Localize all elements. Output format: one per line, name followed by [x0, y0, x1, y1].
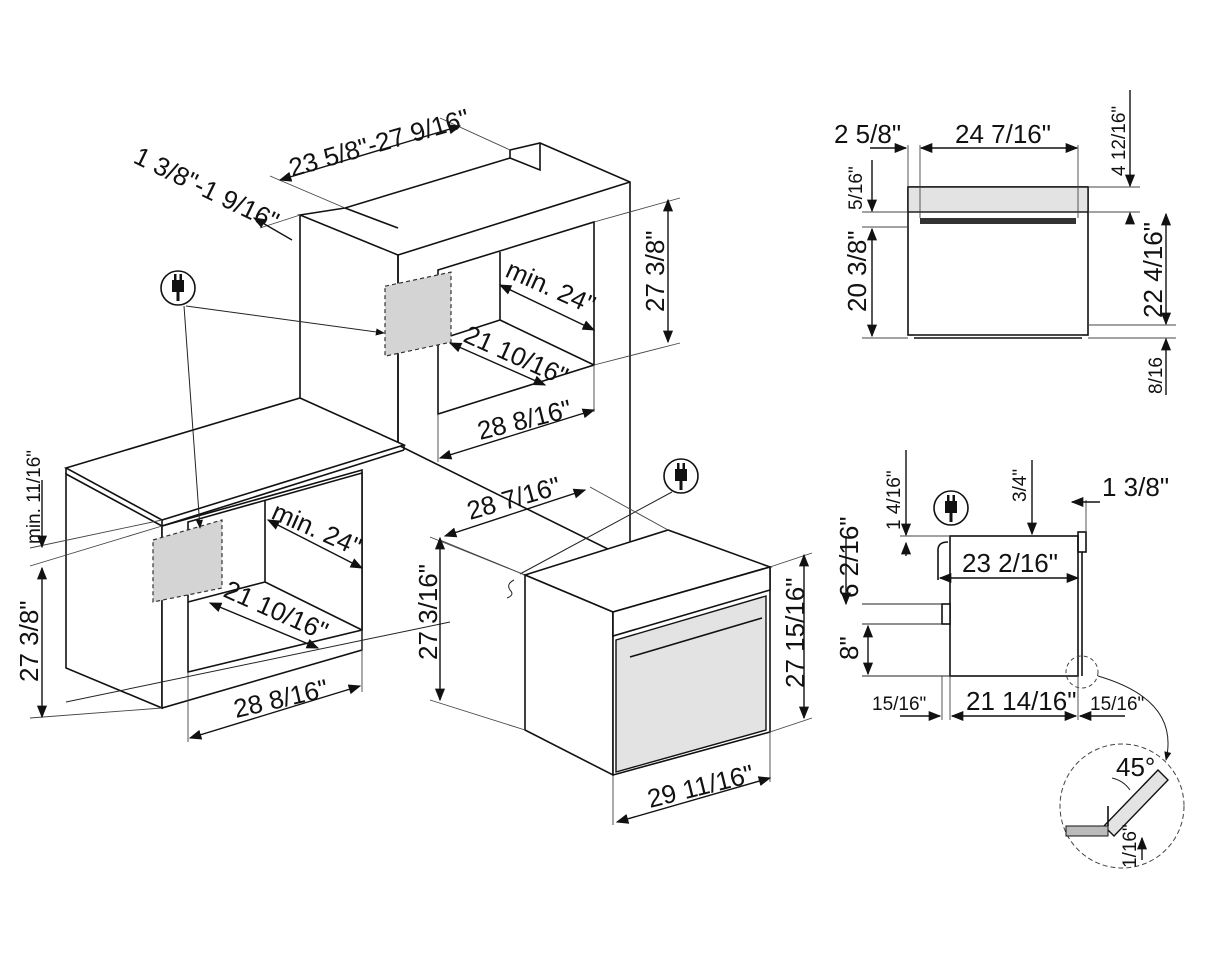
front-view-panel: [907, 186, 1089, 213]
dim-counter-gap: min. 11/16": [24, 450, 163, 567]
oven-front-view: [907, 186, 1089, 339]
label-side-g: 15/16": [872, 694, 926, 715]
label-front-bottom: 8/16: [1146, 357, 1167, 394]
dim-side-b: 3/4": [1010, 460, 1038, 536]
label-oven-side-height: 27 3/16": [413, 564, 443, 660]
label-front-top: 4 12/16": [1109, 106, 1130, 176]
dim-front-width: 24 7/16": [919, 119, 1079, 218]
dim-side-d: 6 2/16": [834, 516, 864, 606]
label-side-a: 1 4/16": [884, 470, 905, 530]
dim-side-f: 8": [834, 624, 874, 676]
dim-side-h: 21 14/16": [949, 676, 1079, 722]
tall-socket-area: [384, 271, 452, 357]
plug-icon: [663, 458, 699, 494]
dim-oven-front-height: 27 15/16": [769, 552, 813, 733]
dim-tall-height: 27 3/8": [593, 197, 681, 366]
dim-side-a: 1 4/16": [884, 450, 950, 556]
dim-front-height-left: 20 3/8": [842, 227, 908, 339]
oven-side-view: [862, 531, 1099, 689]
label-oven-front-height: 27 15/16": [780, 578, 810, 688]
label-side-e: 23 2/16": [962, 548, 1058, 578]
label-under-height: 27 3/8": [14, 600, 44, 682]
label-front-width: 24 7/16": [955, 119, 1051, 149]
label-oven-front-width: 29 11/16": [644, 758, 757, 813]
dim-front-bottom: 8/16: [1146, 337, 1172, 395]
dim-side-i: 15/16": [1078, 694, 1144, 722]
label-front-band: 5/16": [846, 166, 867, 210]
dim-front-left: 2 5/8": [834, 119, 909, 187]
dim-side-e: 23 2/16": [938, 548, 1080, 584]
label-counter-gap: min. 11/16": [24, 450, 45, 544]
hinge-detail: 45° 1/16": [1059, 743, 1185, 869]
label-cabinet-width: 23 5/8"-27 9/16": [285, 103, 472, 183]
label-front-height-right: 22 4/16": [1138, 222, 1168, 318]
dim-front-top: 4 12/16": [1088, 90, 1140, 225]
under-socket-area: [152, 519, 223, 603]
oven-control-panel: [612, 565, 771, 638]
dim-side-c: 1 3/8": [1070, 472, 1169, 532]
dim-front-height-right: 22 4/16": [1088, 212, 1176, 339]
oven-door: [615, 595, 767, 773]
plug-icon: [933, 490, 969, 526]
dim-side-g: 15/16": [872, 676, 943, 722]
label-tall-height: 27 3/8": [640, 230, 670, 312]
label-cabinet-depth: 1 3/8"-1 9/16": [129, 140, 283, 236]
label-side-i: 15/16": [1090, 694, 1144, 715]
label-side-b: 3/4": [1010, 469, 1031, 502]
label-detail-angle: 45°: [1116, 752, 1155, 782]
label-side-d: 6 2/16": [834, 516, 864, 598]
plug-icon: [160, 270, 196, 306]
label-front-height-left: 20 3/8": [842, 230, 872, 312]
oven-perspective: [506, 529, 773, 777]
dim-under-height: 27 3/8": [14, 566, 163, 719]
dim-cabinet-depth: 1 3/8"-1 9/16": [129, 140, 301, 241]
dim-front-band: 5/16": [846, 160, 908, 228]
label-detail-gap: 1/16": [1120, 824, 1141, 868]
label-side-h: 21 14/16": [966, 686, 1076, 716]
label-side-c: 1 3/8": [1102, 472, 1169, 502]
label-side-f: 8": [834, 636, 864, 660]
dim-oven-side-height: 27 3/16": [413, 536, 526, 731]
label-front-left: 2 5/8": [834, 119, 901, 149]
